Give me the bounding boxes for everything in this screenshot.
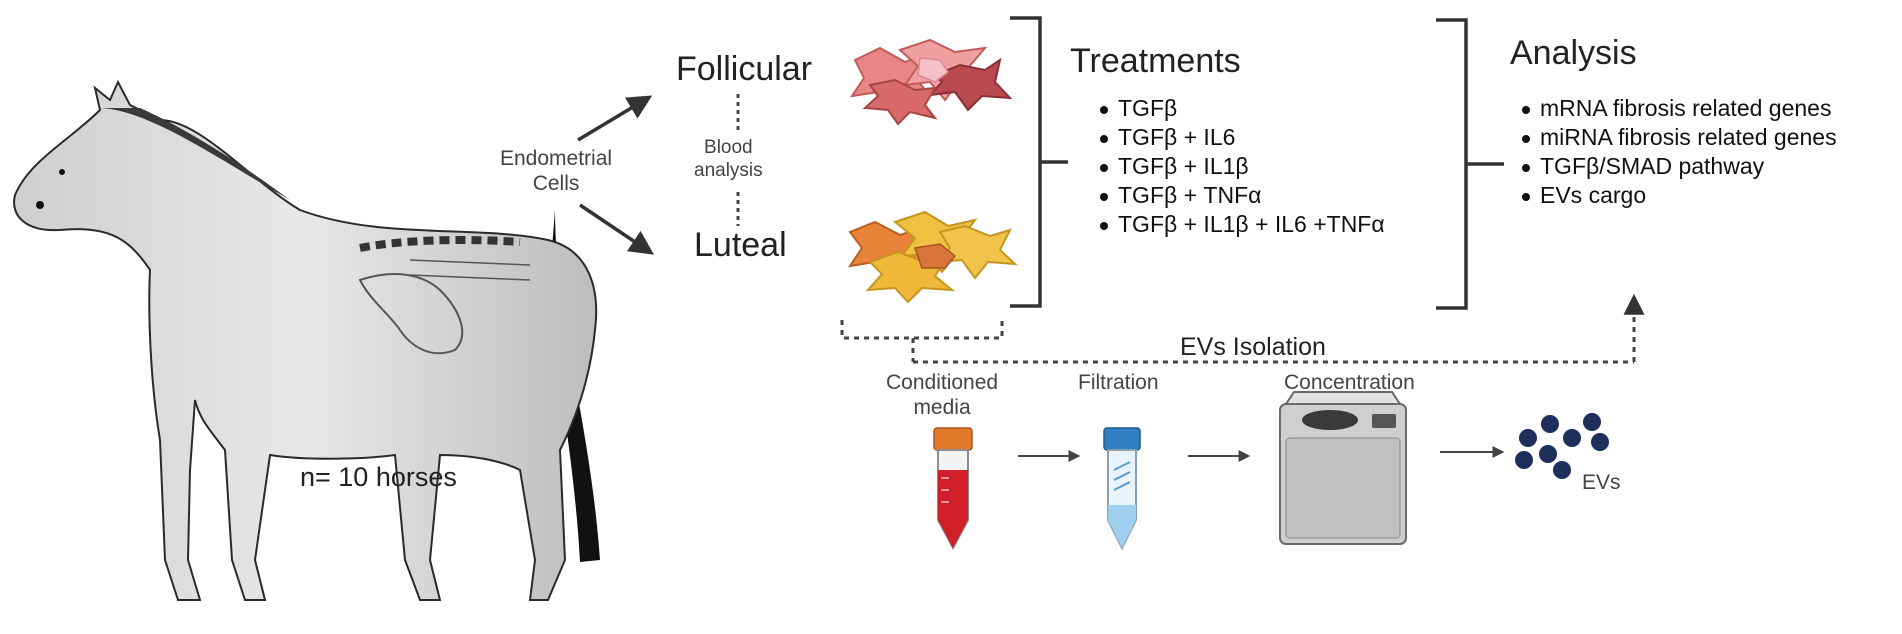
endometrial-cells-line-1: Endometrial [500, 147, 613, 170]
analysis-item: EVs cargo [1520, 181, 1837, 210]
arrow-to-follicular [577, 95, 653, 142]
filtration-label: Filtration [1078, 371, 1159, 394]
treatment-item: TGFβ + IL1β + IL6 +TNFα [1098, 210, 1385, 239]
treatments-title: Treatments [1070, 42, 1241, 80]
cells-dotted-bracket [840, 320, 1004, 340]
treatment-item: TGFβ + IL1β [1098, 152, 1385, 181]
ev-particles-icon [1515, 413, 1609, 479]
treatment-item: TGFβ [1098, 94, 1385, 123]
luteal-label: Luteal [694, 226, 787, 264]
analysis-item: miRNA fibrosis related genes [1520, 123, 1837, 152]
concentration-label: Concentration [1284, 371, 1415, 394]
luteal-cells-icon [847, 210, 1018, 304]
ev-isolation-label: EVs Isolation [1180, 333, 1326, 361]
endometrial-cells-line-2: Cells [532, 172, 580, 195]
endometrial-cells-label: Endometrial Cells [500, 146, 612, 196]
follicular-label: Follicular [676, 50, 813, 88]
conditioned-media-tube-icon [933, 427, 973, 551]
follicular-cells-icon [849, 38, 1013, 126]
conditioned-line-2: media [913, 396, 971, 419]
analysis-title: Analysis [1510, 34, 1637, 72]
conditioned-line-1: Conditioned [886, 371, 999, 394]
blood-analysis-line-2: analysis [694, 160, 763, 181]
analysis-list: mRNA fibrosis related genes miRNA fibros… [1520, 94, 1837, 210]
conditioned-media-label: Conditioned media [886, 370, 998, 420]
filtration-tube-icon [1103, 427, 1141, 551]
horses-count-label: n= 10 horses [300, 462, 457, 492]
arrow-to-luteal [579, 203, 655, 255]
treatment-item: TGFβ + TNFα [1098, 181, 1385, 210]
treatment-item: TGFβ + IL6 [1098, 123, 1385, 152]
blood-analysis-label: Blood analysis [694, 136, 763, 182]
horse-illustration [13, 79, 600, 601]
analysis-bracket [1436, 18, 1504, 310]
evs-label: EVs [1582, 471, 1621, 494]
analysis-item: TGFβ/SMAD pathway [1520, 152, 1837, 181]
centrifuge-icon [1279, 391, 1407, 545]
analysis-item: mRNA fibrosis related genes [1520, 94, 1837, 123]
treatments-list: TGFβ TGFβ + IL6 TGFβ + IL1β TGFβ + TNFα … [1098, 94, 1385, 239]
blood-analysis-line-1: Blood [704, 137, 753, 158]
treatments-bracket [1010, 16, 1068, 308]
